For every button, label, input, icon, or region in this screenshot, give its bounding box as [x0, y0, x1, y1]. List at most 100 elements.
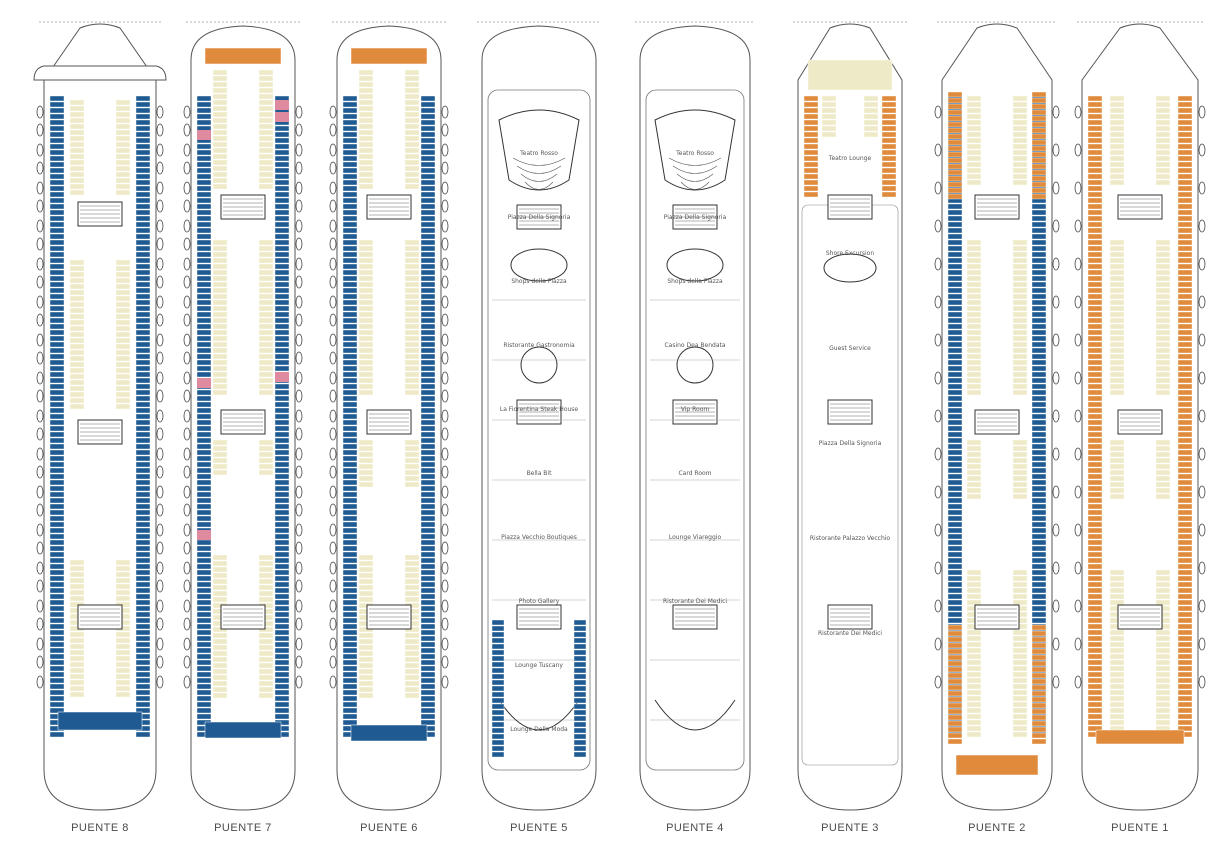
- cabin: [1109, 353, 1125, 360]
- cabin: [1031, 551, 1047, 558]
- cabin: [49, 227, 65, 234]
- cabin: [420, 353, 436, 360]
- cabin: [420, 635, 436, 642]
- cabin: [115, 583, 131, 590]
- lifeboat: [1198, 219, 1206, 233]
- cabin: [1012, 487, 1028, 494]
- cabin: [135, 647, 151, 654]
- cabin: [947, 281, 963, 288]
- cabin: [342, 593, 358, 600]
- cabin: [404, 383, 420, 390]
- cabin: [1109, 635, 1125, 642]
- cabin: [258, 239, 274, 246]
- cabin: [135, 653, 151, 660]
- cabin: [1031, 726, 1047, 733]
- cabin: [342, 341, 358, 348]
- cabin: [1087, 191, 1103, 198]
- cabin: [1177, 635, 1193, 642]
- cabin: [966, 653, 982, 660]
- cabin: [1031, 521, 1047, 528]
- cabin: [212, 165, 228, 172]
- cabin: [947, 461, 963, 468]
- cabin: [258, 656, 274, 663]
- cabin: [196, 695, 212, 702]
- lifeboat: [441, 675, 449, 689]
- cabin: [69, 319, 85, 326]
- cabin: [420, 377, 436, 384]
- lifeboat: [183, 219, 191, 233]
- lifeboat: [441, 503, 449, 517]
- cabin: [966, 683, 982, 690]
- cabin: [1031, 395, 1047, 402]
- cabin: [258, 147, 274, 154]
- cabin: [420, 239, 436, 246]
- cabin: [196, 119, 212, 126]
- cabin: [69, 123, 85, 130]
- lifeboat: [441, 427, 449, 441]
- cabin: [212, 123, 228, 130]
- cabin: [1109, 457, 1125, 464]
- deck-label-puente-2: PUENTE 2: [968, 822, 1026, 834]
- cabin: [1012, 377, 1028, 384]
- cabin: [420, 593, 436, 600]
- cabin: [404, 377, 420, 384]
- cabin: [1012, 275, 1028, 282]
- cabin: [1177, 167, 1193, 174]
- cabin: [196, 587, 212, 594]
- cabin: [1031, 133, 1047, 140]
- lifeboat: [183, 523, 191, 537]
- cabin: [1087, 671, 1103, 678]
- cabin: [135, 155, 151, 162]
- cabin: [1087, 713, 1103, 720]
- cabin: [947, 636, 963, 643]
- cabin: [358, 317, 374, 324]
- cabin: [196, 215, 212, 222]
- cabin: [420, 443, 436, 450]
- cabin: [196, 551, 212, 558]
- lifeboat: [295, 675, 303, 689]
- cabin: [49, 623, 65, 630]
- cabin: [947, 449, 963, 456]
- cabin: [966, 731, 982, 738]
- cabin: [135, 599, 151, 606]
- cabin: [115, 301, 131, 308]
- cabin: [1087, 347, 1103, 354]
- cabin: [274, 665, 290, 672]
- cabin: [358, 93, 374, 100]
- lifeboat: [156, 105, 164, 119]
- cabin: [1087, 107, 1103, 114]
- cabin: [947, 503, 963, 510]
- cabin: [212, 680, 228, 687]
- lifeboat: [1198, 105, 1206, 119]
- cabin: [404, 445, 420, 452]
- cabin: [404, 141, 420, 148]
- cabin: [69, 565, 85, 572]
- cabin: [1087, 437, 1103, 444]
- lifeboat: [441, 333, 449, 347]
- cabin: [1109, 695, 1125, 702]
- cabin: [49, 527, 65, 534]
- cabin: [1155, 161, 1171, 168]
- cabin: [966, 173, 982, 180]
- cabin: [404, 365, 420, 372]
- lifeboat: [183, 313, 191, 327]
- cabin: [196, 221, 212, 228]
- cabin: [1109, 179, 1125, 186]
- lifeboat: [36, 143, 44, 157]
- cabin: [1155, 683, 1171, 690]
- cabin: [947, 97, 963, 104]
- cabin: [274, 467, 290, 474]
- cabin: [135, 161, 151, 168]
- cabin: [1155, 493, 1171, 500]
- lifeboat: [934, 523, 942, 537]
- cabin: [1012, 641, 1028, 648]
- lifeboat: [183, 655, 191, 669]
- cabin: [69, 691, 85, 698]
- cabin: [358, 323, 374, 330]
- cabin: [49, 353, 65, 360]
- cabin: [947, 563, 963, 570]
- lifeboat: [183, 257, 191, 271]
- cabin: [947, 221, 963, 228]
- cabin: [1109, 383, 1125, 390]
- cabin: [1012, 113, 1028, 120]
